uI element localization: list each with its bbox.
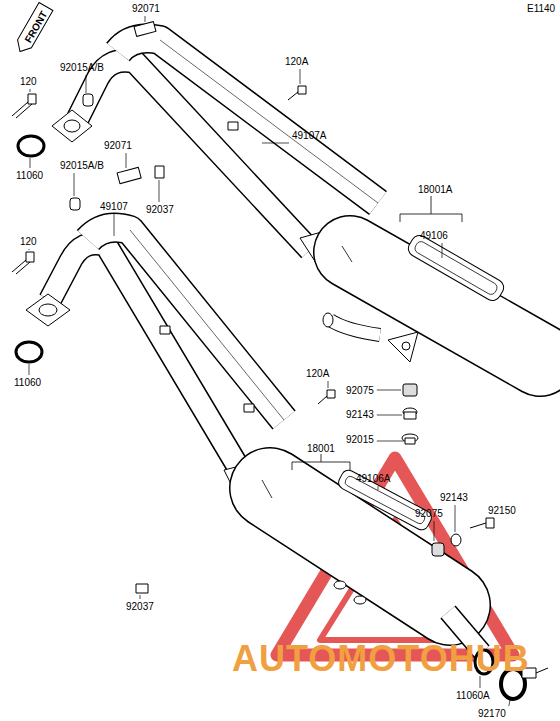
front-arrow: FRONT	[12, 1, 55, 57]
part-number: 92015A/B	[60, 160, 104, 171]
leader-line	[29, 249, 30, 250]
leader-line	[434, 521, 435, 541]
muffler-lower	[224, 462, 482, 652]
leader-line	[377, 390, 401, 391]
leader-line	[455, 505, 456, 532]
part-number: 120	[20, 76, 37, 87]
leader-line	[159, 180, 160, 202]
part-number: 92071	[104, 140, 132, 151]
leader-line	[442, 243, 443, 258]
leader-line	[74, 173, 75, 196]
leader-line	[145, 16, 146, 22]
part-number: 120	[20, 236, 37, 247]
part-number: 49106A	[356, 473, 390, 484]
heat-shield-lower	[88, 228, 284, 420]
part-number: 11060A	[456, 690, 490, 701]
leader-line	[30, 89, 31, 92]
direction-label: FRONT	[14, 5, 54, 58]
part-number: 92015	[346, 434, 374, 445]
part-number: 92150	[488, 505, 516, 516]
part-number: 120A	[285, 56, 308, 67]
leader-line	[30, 158, 31, 168]
damper-pad	[117, 22, 156, 184]
bolt	[12, 86, 494, 528]
leader-line	[509, 700, 510, 706]
muffler-guard-upper	[405, 232, 506, 303]
part-number: 11060	[14, 377, 41, 388]
figure-code: E1140	[527, 3, 555, 14]
leader-line	[300, 69, 301, 84]
part-number: 92075	[415, 508, 443, 519]
part-number: 92015A/B	[60, 62, 104, 73]
leader-line	[328, 381, 329, 388]
gasket	[16, 136, 493, 674]
part-number: 92170	[478, 708, 506, 719]
part-number: 18001A	[418, 184, 452, 195]
exhaust-pipe-lower	[50, 243, 240, 470]
clip	[136, 166, 164, 593]
part-number: 92037	[126, 601, 154, 612]
part-number: 92037	[146, 204, 174, 215]
part-number: 92143	[440, 492, 468, 503]
muffler-guard-lower	[336, 468, 434, 533]
leader-line	[114, 214, 115, 236]
part-number: 11060	[16, 170, 43, 181]
part-number: 49106	[420, 230, 448, 241]
leader-line	[377, 441, 404, 442]
leader-line	[378, 486, 379, 490]
part-number: 120A	[306, 368, 329, 379]
part-number: 49107	[100, 201, 128, 212]
leader-line	[377, 415, 402, 416]
muffler-upper	[300, 228, 540, 362]
watermark: AUTOMOTOHUB	[232, 640, 530, 678]
leader-line	[86, 75, 87, 93]
group-bracket	[292, 196, 462, 470]
part-number: 18001	[307, 443, 335, 454]
leader-line	[262, 143, 289, 144]
grommet	[402, 384, 461, 556]
part-number: 92075	[346, 385, 374, 396]
part-number: 49107A	[292, 130, 326, 141]
leader-line	[140, 595, 141, 599]
collar	[70, 94, 93, 210]
part-number: 92143	[346, 409, 374, 420]
leader-line	[126, 153, 127, 168]
leader-line	[29, 364, 30, 375]
heat-shield-upper	[118, 39, 378, 204]
part-number: 92071	[132, 3, 160, 14]
